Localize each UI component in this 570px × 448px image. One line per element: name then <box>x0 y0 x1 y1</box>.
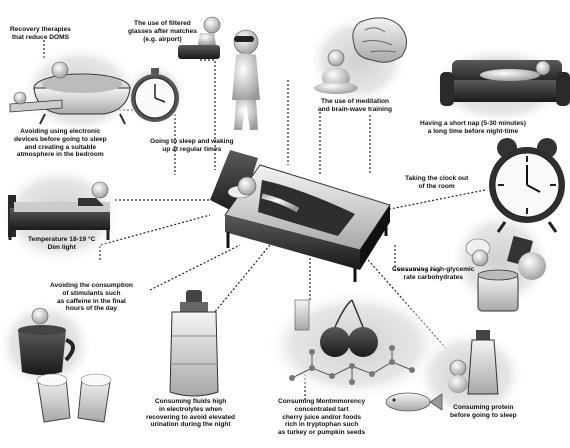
laptop-bed-icon <box>8 181 110 240</box>
fish-icon <box>385 392 443 412</box>
label-clock: Taking the clock out of the room <box>405 175 469 190</box>
label-fluids: Consuming fluids high in electrolytes wh… <box>146 398 236 429</box>
water-bottle-icon <box>169 290 219 397</box>
label-meditation: The use of meditation and brain-wave tra… <box>318 98 393 113</box>
label-temperature: Temperature 18-19 °C Dim light <box>28 236 96 251</box>
cherries-molecule-icon <box>289 299 415 385</box>
label-devices: Avoiding using electronic devices before… <box>14 128 107 159</box>
milk-bottle-icon <box>448 330 499 395</box>
coffee-cup-icon <box>18 307 75 375</box>
beer-mugs-icon <box>36 373 112 423</box>
sofa-nap-icon <box>440 60 570 106</box>
sunglasses-figure-icon <box>178 16 260 130</box>
label-cherry: Consuming Montmmorency concentrated tart… <box>278 398 366 437</box>
cook-pot-icon <box>465 235 546 312</box>
label-glasses: The use of filtered glasses after matche… <box>128 20 197 43</box>
stopwatch-icon <box>131 68 179 122</box>
label-recovery: Recovery therapies that reduce DOMS <box>10 26 71 41</box>
central-bed-icon <box>210 150 391 282</box>
label-carbs: Consuming high-glycemic rate carbohydrat… <box>392 266 475 281</box>
label-schedule: Going to sleep and waking up at regular … <box>150 138 234 153</box>
bathtub-icon <box>9 61 131 125</box>
label-nap: Having a short nap (5-30 minutes) a long… <box>420 120 526 135</box>
label-protein: Consuming protein before going to sleep <box>450 404 517 419</box>
label-stimulants: Avoiding the consumption of stimulants s… <box>50 282 133 313</box>
alarm-clock-icon <box>489 138 565 233</box>
brain-meditation-icon <box>314 17 407 94</box>
